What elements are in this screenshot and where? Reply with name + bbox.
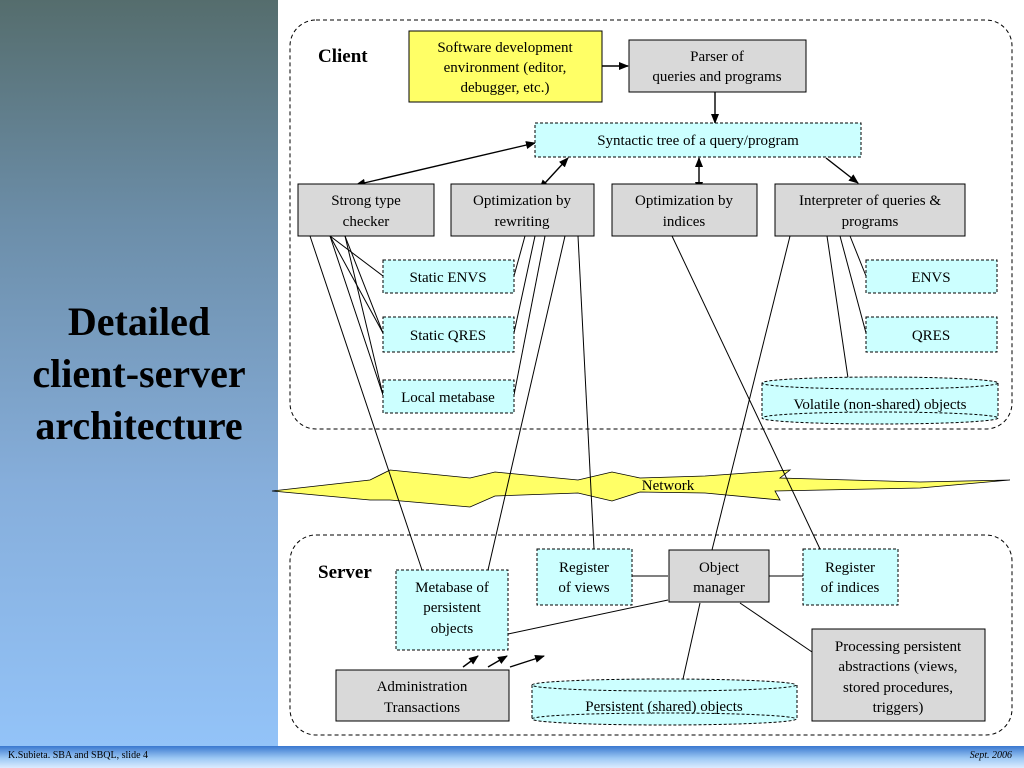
svg-text:Register: Register xyxy=(825,560,875,576)
parser-box: Parser of queries and programs xyxy=(628,39,807,93)
svg-text:Strong type: Strong type xyxy=(331,193,401,209)
svg-text:Transactions: Transactions xyxy=(384,700,460,716)
svg-text:stored procedures,: stored procedures, xyxy=(843,680,953,696)
svg-text:queries and programs: queries and programs xyxy=(652,69,781,85)
svg-text:checker: checker xyxy=(343,214,390,230)
svg-text:debugger, etc.): debugger, etc.) xyxy=(461,80,550,96)
title-line: architecture xyxy=(35,403,243,448)
svg-text:manager: manager xyxy=(693,580,745,596)
syntax-tree-box: Syntactic tree of a query/program xyxy=(534,122,862,158)
svg-text:Administration: Administration xyxy=(377,679,468,695)
svg-text:programs: programs xyxy=(842,214,899,230)
svg-text:Local metabase: Local metabase xyxy=(401,390,495,406)
title-panel xyxy=(0,0,278,746)
register-indices-box: Register of indices xyxy=(802,548,899,606)
title-line: Detailed xyxy=(67,299,211,344)
slide-title: Detailed client-server architecture xyxy=(0,296,278,452)
svg-text:Software development: Software development xyxy=(437,40,573,56)
register-views-box: Register of views xyxy=(536,548,633,606)
svg-text:persistent: persistent xyxy=(423,600,481,616)
server-region xyxy=(289,534,1013,736)
svg-text:QRES: QRES xyxy=(912,328,950,344)
persistent-objects-cylinder: Persistent (shared) objects xyxy=(531,678,798,726)
svg-text:indices: indices xyxy=(663,214,706,230)
architecture-diagram: Client Server Network xyxy=(271,19,1013,736)
processing-box: Processing persistent abstractions (view… xyxy=(811,628,986,722)
interpreter-box: Interpreter of queries & programs xyxy=(774,183,966,237)
opt-rewriting-box: Optimization by rewriting xyxy=(450,183,595,237)
network-band xyxy=(271,469,1011,508)
envs-box: ENVS xyxy=(865,259,998,294)
volatile-objects-cylinder: Volatile (non-shared) objects xyxy=(761,376,999,425)
object-manager-box: Object manager xyxy=(668,549,770,603)
administration-box: Administration Transactions xyxy=(335,669,510,722)
svg-text:triggers): triggers) xyxy=(873,700,924,716)
arrows xyxy=(355,62,859,668)
svg-text:environment (editor,: environment (editor, xyxy=(444,60,567,76)
qres-box: QRES xyxy=(865,316,998,353)
svg-text:Syntactic tree of a query/prog: Syntactic tree of a query/program xyxy=(597,133,799,149)
svg-text:Register: Register xyxy=(559,560,609,576)
svg-text:Volatile (non-shared) objects: Volatile (non-shared) objects xyxy=(793,397,966,413)
metabase-persistent-box: Metabase of persistent objects xyxy=(395,569,509,651)
svg-text:Static ENVS: Static ENVS xyxy=(409,270,486,286)
network-label: Network xyxy=(642,478,695,494)
svg-text:Metabase of: Metabase of xyxy=(415,580,489,596)
server-label: Server xyxy=(318,562,372,583)
svg-text:Static QRES: Static QRES xyxy=(410,328,486,344)
svg-text:of indices: of indices xyxy=(821,580,880,596)
sde-box: Software development environment (editor… xyxy=(408,30,603,103)
client-region xyxy=(289,19,1013,430)
type-checker-box: Strong type checker xyxy=(297,183,435,237)
svg-text:ENVS: ENVS xyxy=(911,270,950,286)
svg-text:of views: of views xyxy=(558,580,609,596)
connectors xyxy=(309,235,867,680)
title-line: client-server xyxy=(32,351,246,396)
svg-text:Persistent (shared) objects: Persistent (shared) objects xyxy=(585,699,743,715)
svg-text:Parser of: Parser of xyxy=(690,49,744,65)
static-qres-box: Static QRES xyxy=(382,316,515,353)
footer: K.Subieta. SBA and SBQL, slide 4 Sept. 2… xyxy=(0,746,1024,768)
footer-date: Sept. 2006 xyxy=(969,750,1012,761)
svg-text:Processing persistent: Processing persistent xyxy=(835,639,962,655)
opt-indices-box: Optimization by indices xyxy=(611,183,758,237)
svg-text:rewriting: rewriting xyxy=(495,214,550,230)
svg-text:objects: objects xyxy=(431,621,474,637)
svg-text:Optimization by: Optimization by xyxy=(635,193,733,209)
svg-text:abstractions (views,: abstractions (views, xyxy=(838,659,957,675)
svg-text:Optimization by: Optimization by xyxy=(473,193,571,209)
local-metabase-box: Local metabase xyxy=(382,379,515,414)
svg-text:Object: Object xyxy=(699,560,740,576)
static-envs-box: Static ENVS xyxy=(382,259,515,294)
svg-text:Interpreter of queries &: Interpreter of queries & xyxy=(799,193,941,209)
footer-credit: K.Subieta. SBA and SBQL, slide 4 xyxy=(8,750,149,761)
client-label: Client xyxy=(318,46,368,67)
